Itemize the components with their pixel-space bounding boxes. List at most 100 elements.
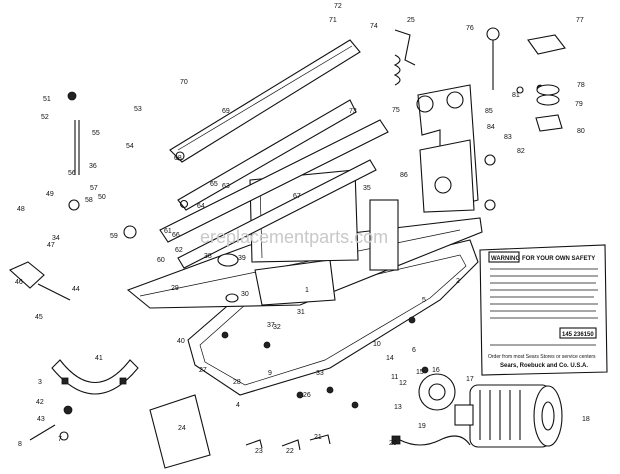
callout-64: 64 — [197, 203, 205, 210]
callout-74: 74 — [370, 23, 378, 30]
callout-73: 73 — [349, 108, 357, 115]
callout-24: 24 — [178, 425, 186, 432]
callout-21: 21 — [314, 434, 322, 441]
callout-7: 7 — [58, 436, 62, 443]
callout-83: 83 — [504, 134, 512, 141]
callout-62: 62 — [175, 247, 183, 254]
callout-57: 57 — [90, 185, 98, 192]
callout-42: 42 — [36, 399, 44, 406]
callout-41: 41 — [95, 355, 103, 362]
callout-50: 50 — [98, 194, 106, 201]
callout-19: 19 — [418, 423, 426, 430]
callout-77: 77 — [576, 17, 584, 24]
callout-37: 37 — [267, 322, 275, 329]
warning-text-lines — [490, 268, 598, 319]
callout-53: 53 — [134, 106, 142, 113]
callout-39: 39 — [238, 255, 246, 262]
callout-17: 17 — [466, 376, 474, 383]
warning-footer-2: Sears, Roebuck and Co. U.S.A. — [500, 363, 588, 369]
callout-34: 34 — [52, 235, 60, 242]
callout-76: 76 — [466, 25, 474, 32]
callout-22: 22 — [286, 448, 294, 455]
callout-36: 36 — [89, 163, 97, 170]
knob-46 — [9, 261, 71, 301]
callout-80: 80 — [577, 128, 585, 135]
callout-69: 69 — [222, 108, 230, 115]
callout-61: 61 — [164, 228, 172, 235]
callout-81: 81 — [512, 92, 520, 99]
callout-10: 10 — [373, 341, 381, 348]
callout-51: 51 — [43, 96, 51, 103]
motor-18 — [454, 384, 563, 448]
callout-75: 75 — [392, 107, 400, 114]
callout-29: 29 — [171, 285, 179, 292]
callout-15: 15 — [416, 369, 424, 376]
callout-71: 71 — [329, 17, 337, 24]
warning-box-word: WARNING — [491, 256, 520, 262]
owners-manual-24 — [149, 394, 211, 469]
callout-55: 55 — [92, 130, 100, 137]
callout-11: 11 — [391, 374, 398, 381]
callout-4: 4 — [236, 402, 240, 409]
callout-45: 45 — [35, 314, 43, 321]
callout-33: 33 — [316, 370, 324, 377]
rod-56 — [74, 120, 80, 175]
callout-20: 20 — [389, 440, 397, 447]
callout-6: 6 — [412, 347, 416, 354]
callout-28: 28 — [233, 379, 241, 386]
part-number-box: 145 236150 — [562, 332, 594, 338]
callout-1: 1 — [305, 287, 309, 294]
callout-49: 49 — [46, 191, 54, 198]
callout-84: 84 — [487, 124, 495, 131]
callout-82: 82 — [517, 148, 525, 155]
callout-60: 60 — [157, 257, 165, 264]
callout-72: 72 — [334, 3, 342, 10]
callout-86: 86 — [400, 172, 408, 179]
callout-43: 43 — [37, 416, 45, 423]
callout-32: 32 — [273, 324, 281, 331]
callout-59: 59 — [110, 233, 118, 240]
callout-79: 79 — [575, 101, 583, 108]
callout-78: 78 — [577, 82, 585, 89]
lower-arm — [159, 119, 389, 269]
callout-85: 85 — [485, 108, 493, 115]
warning-title: FOR YOUR OWN SAFETY — [522, 256, 595, 262]
power-cord — [391, 435, 471, 446]
callout-13: 13 — [394, 404, 402, 411]
callout-18: 18 — [582, 416, 590, 423]
callout-23: 23 — [255, 448, 263, 455]
callout-16: 16 — [432, 367, 440, 374]
callout-38: 38 — [204, 253, 212, 260]
callout-44: 44 — [72, 286, 80, 293]
callout-56: 56 — [68, 170, 76, 177]
callout-9: 9 — [268, 370, 272, 377]
callout-27: 27 — [199, 367, 207, 374]
callout-31: 31 — [297, 309, 305, 316]
callout-12: 12 — [399, 380, 407, 387]
bracket-77 — [527, 34, 566, 132]
callout-30: 30 — [241, 291, 249, 298]
guard-17 — [418, 373, 456, 411]
callout-14: 14 — [386, 355, 394, 362]
callout-54: 54 — [126, 143, 134, 150]
callout-63: 63 — [222, 183, 230, 190]
callout-67: 67 — [293, 193, 301, 200]
warning-footer-1: Order from most Sears Stores or service … — [488, 354, 596, 360]
callout-26: 26 — [303, 392, 311, 399]
c-frame-column — [416, 84, 479, 213]
callout-2: 2 — [456, 278, 460, 285]
callout-66: 66 — [172, 232, 180, 239]
callout-52: 52 — [41, 114, 49, 121]
callout-68: 68 — [174, 155, 182, 162]
callout-48: 48 — [17, 206, 25, 213]
callout-46: 46 — [15, 279, 23, 286]
hex-keys — [245, 434, 331, 451]
callout-25: 25 — [407, 17, 415, 24]
saw-base — [126, 169, 483, 396]
callout-5: 5 — [422, 297, 426, 304]
callout-8: 8 — [18, 441, 22, 448]
callout-35: 35 — [363, 185, 371, 192]
